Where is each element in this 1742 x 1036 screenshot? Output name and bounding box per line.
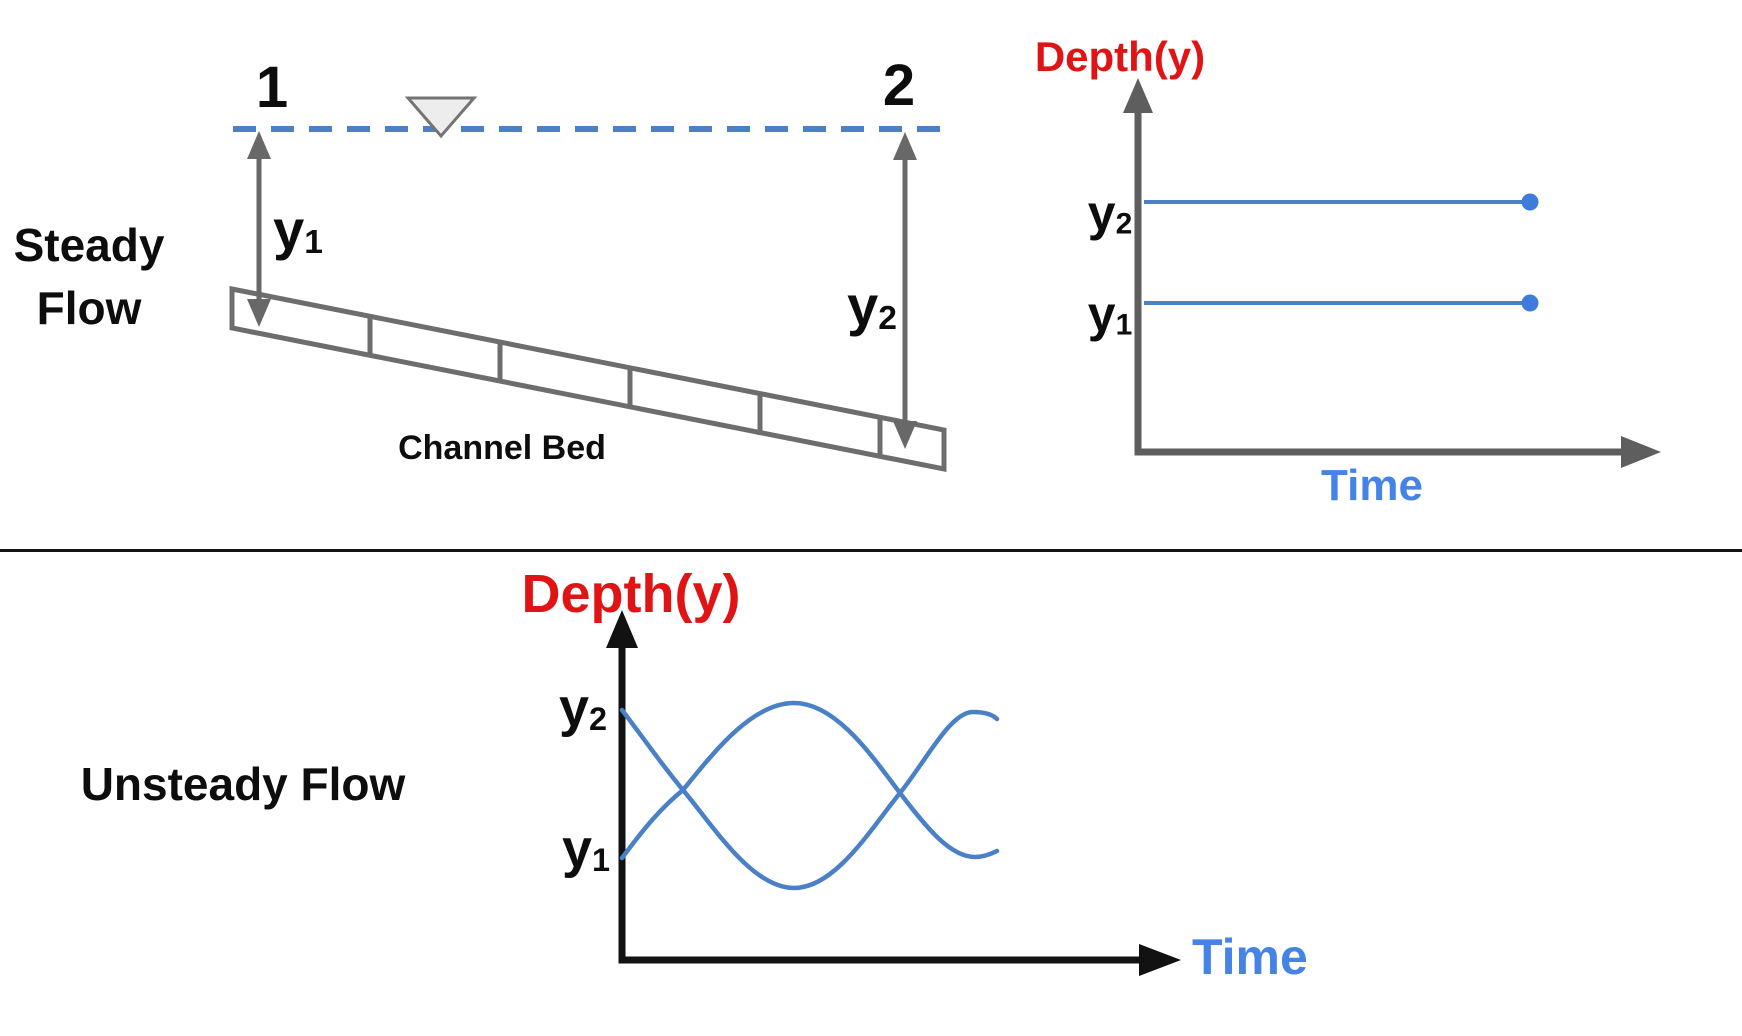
section-divider: [0, 549, 1742, 552]
steady-flow-title: Steady Flow: [13, 219, 165, 334]
y2-subscript: 2: [589, 700, 608, 737]
y1-base: y: [273, 198, 305, 261]
y2-base: y: [1087, 185, 1116, 241]
y1-depth-label: y1: [273, 199, 323, 262]
steady-graph-y-axis-label: Depth(y): [1034, 33, 1206, 80]
steady-graph-y1-tick-label: y1: [1088, 287, 1133, 342]
y1-subscript: 1: [592, 841, 611, 878]
y1-base: y: [561, 819, 593, 879]
y1-dimension-arrow: [247, 131, 271, 327]
channel-bed-label: Channel Bed: [398, 429, 606, 467]
unsteady-flow-title: Unsteady Flow: [80, 758, 406, 810]
y2-dimension-arrow: [893, 132, 917, 449]
section-2-label: 2: [882, 53, 916, 118]
steady-graph-axes: [1123, 78, 1661, 468]
y2-subscript: 2: [1115, 207, 1133, 241]
y2-base: y: [558, 678, 590, 738]
unsteady-depth-curves: [619, 700, 1000, 891]
y2-base: y: [847, 274, 879, 337]
section-1-label: 1: [255, 55, 289, 120]
unsteady-graph-y2-tick-label: y2: [558, 678, 608, 738]
y2-subscript: 2: [878, 300, 897, 338]
unsteady-graph-axes: [606, 610, 1181, 976]
unsteady-graph-y1-tick-label: y1: [561, 819, 611, 879]
y1-subscript: 1: [1115, 308, 1133, 342]
channel-bed-shape: [229, 285, 947, 473]
y1-base: y: [1087, 286, 1116, 342]
steady-graph-y2-tick-label: y2: [1088, 186, 1133, 241]
unsteady-graph-y-axis-label: Depth(y): [521, 564, 741, 624]
water-surface-marker-icon: [404, 96, 478, 139]
steady-depth-lines: [1144, 193, 1539, 312]
unsteady-graph-x-axis-label: Time: [1192, 929, 1308, 985]
y2-depth-label: y2: [847, 275, 897, 338]
y1-subscript: 1: [304, 224, 323, 262]
steady-graph-x-axis-label: Time: [1321, 461, 1423, 510]
